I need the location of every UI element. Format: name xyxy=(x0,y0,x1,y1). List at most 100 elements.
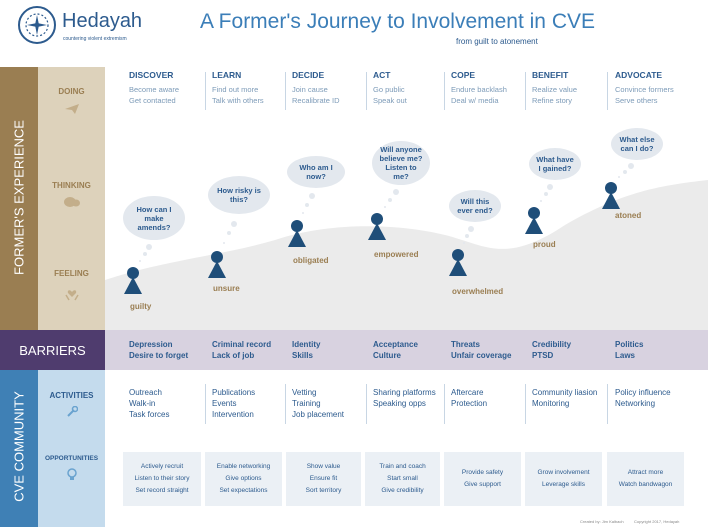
footer-copyright: Copyright 2017, Hedayah xyxy=(634,519,680,524)
activity-item: Outreach xyxy=(129,388,162,397)
person-pin-icon xyxy=(367,212,387,242)
activity-item: Aftercare xyxy=(451,388,484,397)
activity-separator xyxy=(607,384,608,424)
person-pin-icon xyxy=(448,248,468,278)
cve-rows-panel xyxy=(38,370,105,527)
bubble-trail-dot xyxy=(142,252,147,256)
doing-item: Go public xyxy=(373,85,405,94)
person-pin-icon xyxy=(601,181,621,211)
activity-item: Job placement xyxy=(292,410,345,419)
barrier-item: Threats xyxy=(451,340,480,349)
activity-separator xyxy=(285,384,286,424)
opportunity-item: Grow involvement xyxy=(537,469,590,476)
barrier-item: Laws xyxy=(615,351,636,360)
activity-item: Sharing platforms xyxy=(373,388,436,397)
stage-title: BENEFIT xyxy=(532,70,569,80)
doing-item: Join cause xyxy=(292,85,328,94)
bubble-trail-dot xyxy=(383,205,386,208)
feeling-label: obligated xyxy=(293,256,329,265)
barrier-item: Culture xyxy=(373,351,401,360)
barrier-item: Identity xyxy=(292,340,321,349)
barrier-item: Desire to forget xyxy=(129,351,189,360)
bubble-trail-dot xyxy=(539,200,542,202)
doing-item: Serve others xyxy=(615,96,658,105)
doing-label: DOING xyxy=(58,87,85,96)
stage-separator xyxy=(525,72,526,110)
activity-item: Walk-in xyxy=(129,399,156,408)
thought-bubble: What else can I do? xyxy=(611,128,663,160)
bubble-trail-dot xyxy=(465,234,470,238)
opportunity-item: Sort territory xyxy=(305,487,342,494)
activity-separator xyxy=(366,384,367,424)
feeling-label: proud xyxy=(533,240,556,249)
barrier-item: Skills xyxy=(292,351,313,360)
activity-item: Events xyxy=(212,399,237,408)
thought-bubble: Will anyone believe me? Listen to me? xyxy=(372,141,430,185)
opportunity-item: Enable networking xyxy=(216,463,271,470)
doing-item: Find out more xyxy=(212,85,259,94)
footer-credit: Created by: Jim Kalbach xyxy=(580,519,624,524)
activity-item: Policy influence xyxy=(615,388,671,397)
page-subtitle: from guilt to atonement xyxy=(456,37,538,46)
thinking-label: THINKING xyxy=(52,181,91,190)
stage-title: DECIDE xyxy=(292,70,325,80)
stage-separator xyxy=(205,72,206,110)
thought-bubble: Will this ever end? xyxy=(449,190,501,222)
opportunity-item: Provide safety xyxy=(461,469,504,476)
feeling-label: guilty xyxy=(130,302,152,311)
journey-chart xyxy=(105,180,708,330)
thought-bubble: How can I make amends? xyxy=(123,196,185,240)
opportunity-item: Listen to their story xyxy=(134,475,190,482)
stage-title: LEARN xyxy=(212,70,242,80)
formers-experience-label: FORMER'S EXPERIENCE xyxy=(11,120,27,275)
opportunity-item: Show value xyxy=(306,463,341,470)
opportunity-item: Train and coach xyxy=(379,463,426,470)
barriers-header xyxy=(0,330,105,370)
doing-item: Become aware xyxy=(129,85,180,94)
activities-label: ACTIVITIES xyxy=(49,391,94,400)
opportunities-label: OPPORTUNITIES xyxy=(44,455,99,462)
cve-community-band xyxy=(0,370,38,527)
activity-item: Vetting xyxy=(292,388,317,397)
opportunity-item: Ensure fit xyxy=(309,475,338,482)
thought-bubble: What have I gained? xyxy=(529,148,581,180)
bubble-trail-dot xyxy=(227,231,232,235)
activity-separator xyxy=(205,384,206,424)
bubble-trail-dot xyxy=(468,226,475,232)
bubble-trail-dot xyxy=(623,169,628,174)
stage-separator xyxy=(444,72,445,110)
activity-item: Publications xyxy=(212,388,256,397)
logo-tagline: countering violent extremism xyxy=(63,36,127,42)
page-title: A Former's Journey to Involvement in CVE xyxy=(200,10,596,33)
bubble-trail-dot xyxy=(308,193,315,200)
barrier-item: Acceptance xyxy=(373,340,418,349)
opportunity-item: Actively recruit xyxy=(140,463,184,470)
person-pin-icon xyxy=(287,219,307,249)
barrier-item: Credibility xyxy=(532,340,572,349)
bubble-trail-dot xyxy=(146,244,153,250)
opportunity-item: Leverage skills xyxy=(542,481,585,488)
barrier-item: Depression xyxy=(129,340,173,349)
formers-experience-band xyxy=(0,67,38,330)
opportunity-item: Give support xyxy=(464,481,501,488)
